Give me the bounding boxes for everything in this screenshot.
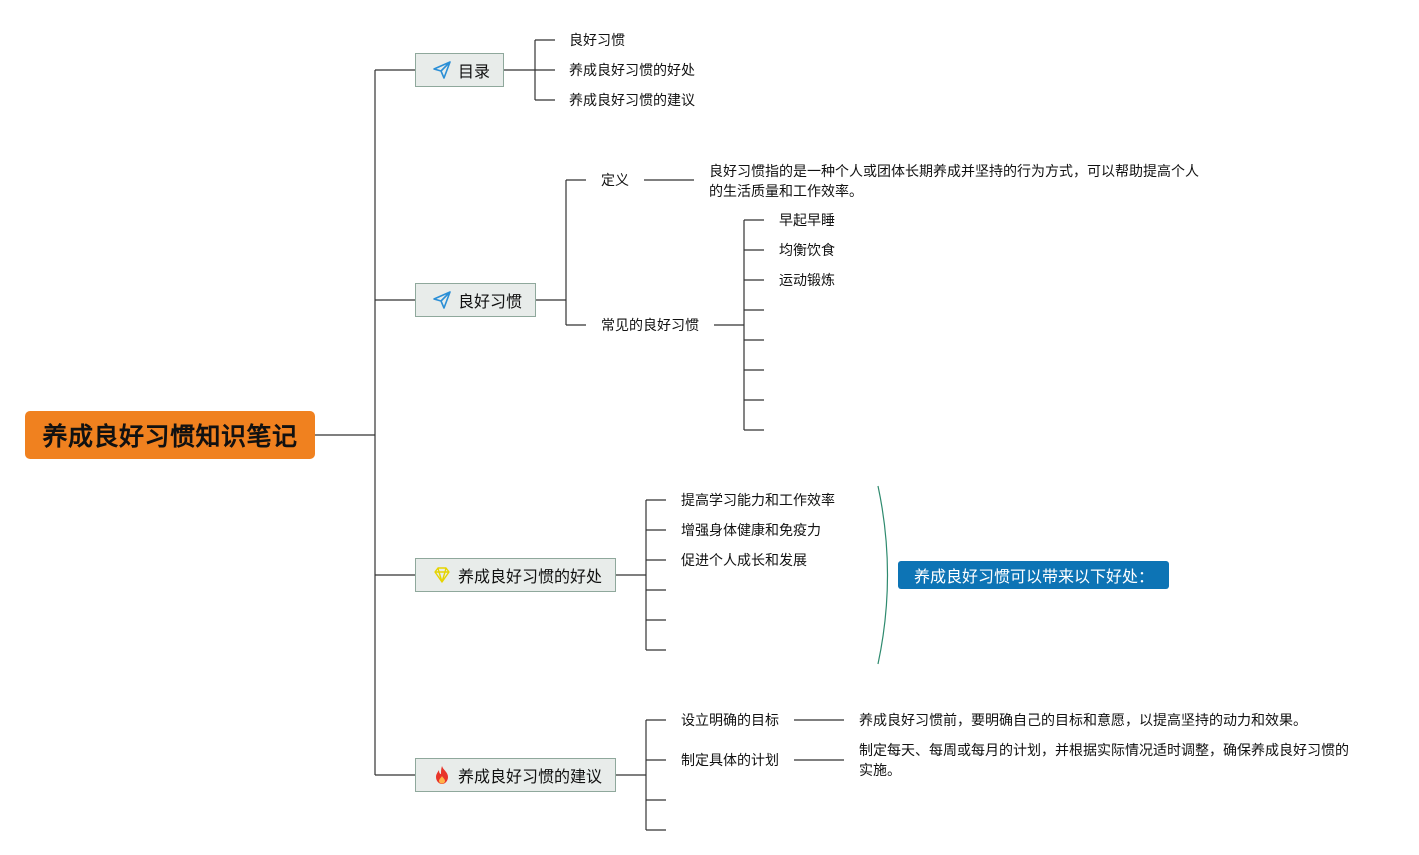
suggestion-text[interactable]: 制定每天、每周或每月的计划，并根据实际情况适时调整，确保养成良好习惯的实施。	[859, 742, 1349, 778]
root-title: 养成良好习惯知识笔记	[42, 423, 298, 451]
paper-plane-icon	[432, 60, 452, 80]
flame-icon	[432, 765, 452, 785]
definition-text[interactable]: 良好习惯指的是一种个人或团体长期养成并坚持的行为方式，可以帮助提高个人的生活质量…	[709, 163, 1199, 199]
branch-label: 目录	[458, 64, 491, 81]
suggestion-label[interactable]: 制定具体的计划	[681, 752, 779, 768]
paper-plane-icon	[432, 290, 452, 310]
branch-label: 养成良好习惯的建议	[458, 769, 603, 786]
toc-item[interactable]: 养成良好习惯的建议	[569, 92, 695, 108]
suggestion-label[interactable]: 设立明确的目标	[681, 712, 779, 728]
habit-item[interactable]: 运动锻炼	[779, 272, 835, 288]
suggestion-text[interactable]: 养成良好习惯前，要明确自己的目标和意愿，以提高坚持的动力和效果。	[859, 712, 1307, 728]
common-habits-label[interactable]: 常见的良好习惯	[601, 317, 699, 333]
benefit-item[interactable]: 增强身体健康和免疫力	[681, 522, 821, 538]
branch-habits[interactable]: 良好习惯	[415, 283, 536, 317]
habit-item[interactable]: 均衡饮食	[779, 242, 835, 258]
branch-toc[interactable]: 目录	[415, 53, 504, 87]
toc-item[interactable]: 养成良好习惯的好处	[569, 62, 695, 78]
branch-label: 养成良好习惯的好处	[458, 569, 603, 586]
branch-suggestions[interactable]: 养成良好习惯的建议	[415, 758, 616, 792]
root-topic[interactable]: 养成良好习惯知识笔记	[25, 411, 315, 459]
habit-item[interactable]: 早起早睡	[779, 212, 835, 228]
benefit-item[interactable]: 提高学习能力和工作效率	[681, 492, 835, 508]
definition-label[interactable]: 定义	[601, 172, 629, 188]
diamond-icon	[432, 565, 452, 585]
benefits-summary[interactable]: 养成良好习惯可以带来以下好处：	[898, 561, 1169, 589]
benefit-item[interactable]: 促进个人成长和发展	[681, 552, 807, 568]
summary-text: 养成良好习惯可以带来以下好处：	[914, 569, 1155, 586]
branch-label: 良好习惯	[458, 294, 523, 311]
branch-benefits[interactable]: 养成良好习惯的好处	[415, 558, 616, 592]
toc-item[interactable]: 良好习惯	[569, 32, 625, 48]
